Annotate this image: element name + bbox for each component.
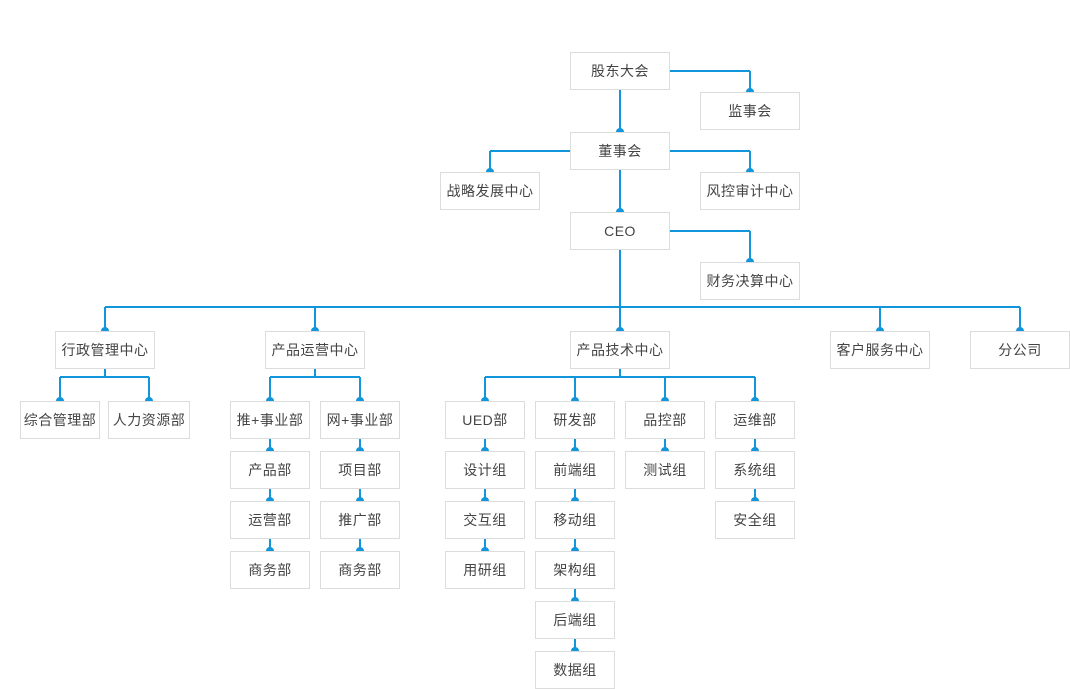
- org-node-label: 后端组: [553, 611, 597, 628]
- org-node-shareholders[interactable]: 股东大会: [570, 52, 670, 90]
- org-node-label: 前端组: [553, 461, 597, 478]
- org-node-promotion-dept[interactable]: 推广部: [320, 501, 400, 539]
- org-node-label: 设计组: [463, 461, 507, 478]
- org-node-label: 安全组: [733, 511, 777, 528]
- org-node-frontend-group[interactable]: 前端组: [535, 451, 615, 489]
- org-node-label: 品控部: [643, 411, 687, 428]
- org-node-label: 运维部: [733, 411, 777, 428]
- org-node-label: 推广部: [338, 511, 382, 528]
- org-node-product-dept[interactable]: 产品部: [230, 451, 310, 489]
- org-node-label: 产品技术中心: [576, 341, 664, 358]
- org-node-label: 综合管理部: [23, 411, 97, 428]
- org-node-label: 产品运营中心: [271, 341, 359, 358]
- org-node-label: UED部: [462, 411, 508, 428]
- org-node-tui-division[interactable]: 推+事业部: [230, 401, 310, 439]
- org-node-label: 股东大会: [591, 62, 649, 79]
- org-node-label: 人力资源部: [112, 411, 186, 428]
- org-node-label: 用研组: [463, 561, 507, 578]
- org-node-rd-dept[interactable]: 研发部: [535, 401, 615, 439]
- org-node-finance-center[interactable]: 财务决算中心: [700, 262, 800, 300]
- org-node-risk-audit-center[interactable]: 风控审计中心: [700, 172, 800, 210]
- org-node-ceo[interactable]: CEO: [570, 212, 670, 250]
- org-node-human-resources[interactable]: 人力资源部: [108, 401, 190, 439]
- org-node-qa-dept[interactable]: 品控部: [625, 401, 705, 439]
- org-node-label: 分公司: [998, 341, 1042, 358]
- org-node-label: 项目部: [338, 461, 382, 478]
- org-node-label: 商务部: [338, 561, 382, 578]
- org-node-supervisory[interactable]: 监事会: [700, 92, 800, 130]
- org-node-ued-dept[interactable]: UED部: [445, 401, 525, 439]
- org-node-design-group[interactable]: 设计组: [445, 451, 525, 489]
- org-node-label: 推+事业部: [236, 411, 304, 428]
- org-node-customer-center[interactable]: 客户服务中心: [830, 331, 930, 369]
- org-node-label: 研发部: [553, 411, 597, 428]
- org-node-admin-center[interactable]: 行政管理中心: [55, 331, 155, 369]
- org-node-label: 产品部: [248, 461, 292, 478]
- org-node-label: 客户服务中心: [836, 341, 924, 358]
- org-node-label: 董事会: [598, 142, 642, 159]
- org-node-label: CEO: [604, 222, 636, 239]
- org-node-label: 架构组: [553, 561, 597, 578]
- org-node-label: 数据组: [553, 661, 597, 678]
- org-node-label: 风控审计中心: [706, 182, 794, 199]
- org-node-label: 监事会: [728, 102, 772, 119]
- org-node-business-dept-1[interactable]: 商务部: [230, 551, 310, 589]
- org-node-branch-company[interactable]: 分公司: [970, 331, 1070, 369]
- org-node-label: 战略发展中心: [446, 182, 534, 199]
- org-node-strategy-center[interactable]: 战略发展中心: [440, 172, 540, 210]
- org-node-label: 网+事业部: [326, 411, 394, 428]
- org-node-architecture-group[interactable]: 架构组: [535, 551, 615, 589]
- org-node-backend-group[interactable]: 后端组: [535, 601, 615, 639]
- org-node-operation-dept[interactable]: 运营部: [230, 501, 310, 539]
- org-node-label: 移动组: [553, 511, 597, 528]
- org-node-mobile-group[interactable]: 移动组: [535, 501, 615, 539]
- org-node-project-dept[interactable]: 项目部: [320, 451, 400, 489]
- org-node-wang-division[interactable]: 网+事业部: [320, 401, 400, 439]
- org-node-business-dept-2[interactable]: 商务部: [320, 551, 400, 589]
- org-node-product-ops-center[interactable]: 产品运营中心: [265, 331, 365, 369]
- org-node-interaction-group[interactable]: 交互组: [445, 501, 525, 539]
- org-node-label: 系统组: [733, 461, 777, 478]
- org-node-label: 运营部: [248, 511, 292, 528]
- org-node-ops-dept[interactable]: 运维部: [715, 401, 795, 439]
- org-node-data-group[interactable]: 数据组: [535, 651, 615, 689]
- org-node-test-group[interactable]: 测试组: [625, 451, 705, 489]
- org-node-label: 测试组: [643, 461, 687, 478]
- org-node-product-tech-center[interactable]: 产品技术中心: [570, 331, 670, 369]
- org-node-system-group[interactable]: 系统组: [715, 451, 795, 489]
- org-node-label: 行政管理中心: [61, 341, 149, 358]
- org-node-general-admin[interactable]: 综合管理部: [20, 401, 100, 439]
- org-node-user-research-group[interactable]: 用研组: [445, 551, 525, 589]
- org-node-label: 财务决算中心: [706, 272, 794, 289]
- org-node-board[interactable]: 董事会: [570, 132, 670, 170]
- org-node-security-group[interactable]: 安全组: [715, 501, 795, 539]
- org-node-label: 交互组: [463, 511, 507, 528]
- org-node-label: 商务部: [248, 561, 292, 578]
